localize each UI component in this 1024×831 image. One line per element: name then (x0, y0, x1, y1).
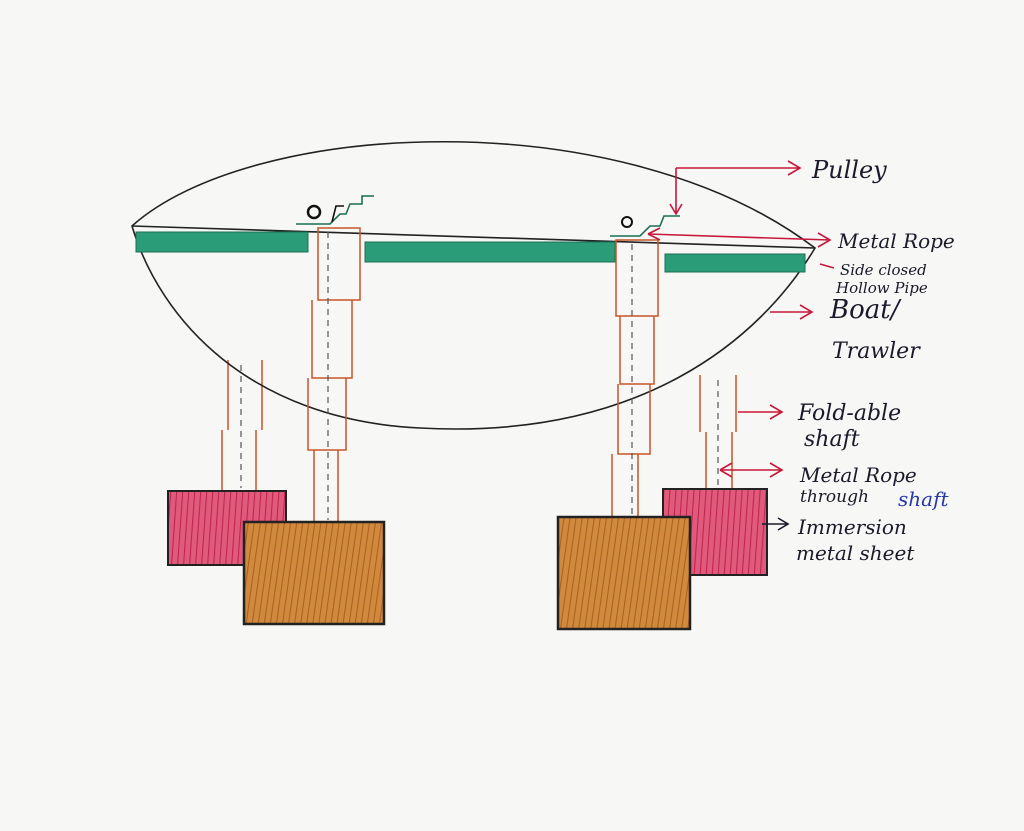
label-hollow-pipe: Hollow Pipe (835, 279, 928, 297)
label-foldable: Fold-able (797, 401, 901, 426)
label-metal-sheet: metal sheet (796, 541, 915, 565)
label-boat: Boat/ (829, 295, 902, 325)
label-through: through (800, 487, 869, 507)
label-shaft: shaft (804, 427, 860, 452)
pulley-right (610, 215, 680, 237)
label-through-shaft: shaft (898, 487, 949, 511)
back-left-shaft (221, 360, 263, 492)
leader-arrows (647, 160, 835, 531)
deck-line (131, 225, 816, 249)
hollow-pipe (135, 231, 806, 273)
front-right-immersion-sheet (556, 515, 692, 631)
front-left-shaft (307, 227, 361, 522)
label-trawler: Trawler (832, 339, 921, 364)
front-left-immersion-sheet (242, 520, 386, 626)
label-immersion: Immersion (797, 515, 907, 539)
boat-hull (131, 140, 817, 430)
back-right-shaft (699, 375, 737, 490)
label-pulley: Pulley (811, 156, 887, 184)
label-side-closed: Side closed (840, 261, 927, 279)
label-metal-rope: Metal Rope (837, 229, 955, 253)
front-right-shaft (611, 239, 659, 516)
pulley-left (296, 195, 374, 225)
label-metal-rope-through: Metal Rope (799, 463, 917, 487)
